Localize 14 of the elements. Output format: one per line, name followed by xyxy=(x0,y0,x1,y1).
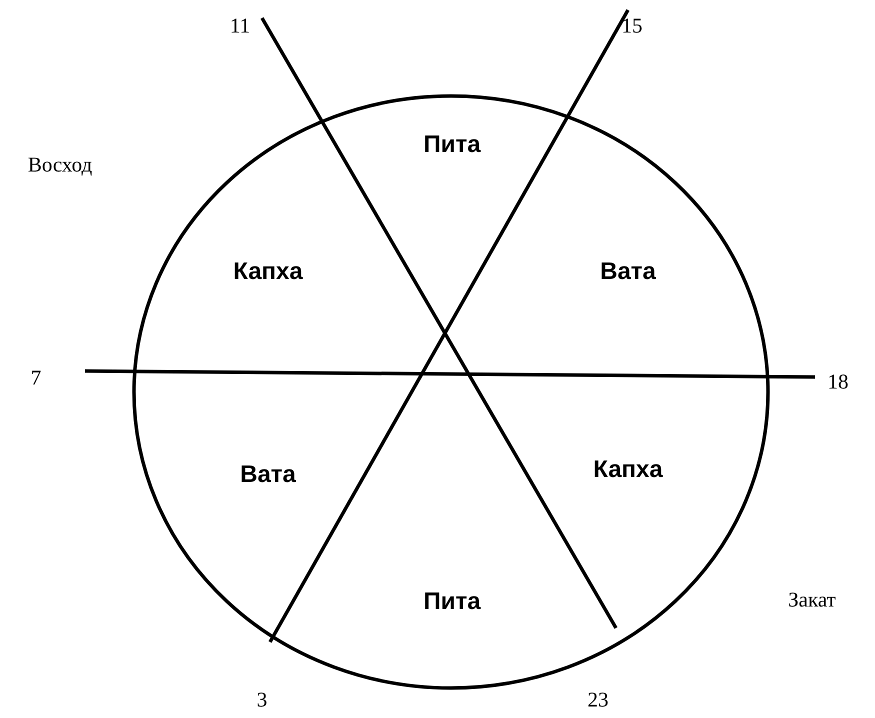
hour-label: 23 xyxy=(588,688,608,712)
dosha-label: Капха xyxy=(593,456,663,484)
dosha-label: Вата xyxy=(600,258,656,286)
hour-label: 15 xyxy=(622,14,642,38)
dosha-label: Капха xyxy=(233,258,303,286)
dosha-label: Вата xyxy=(240,461,296,489)
hour-label: 11 xyxy=(230,14,250,38)
hour-label: 3 xyxy=(256,688,268,712)
time-label: Закат xyxy=(788,588,836,612)
time-label: Восход xyxy=(28,152,92,178)
dosha-label: Пита xyxy=(423,588,481,616)
dosha-label: Пита xyxy=(423,131,481,159)
hour-label: 18 xyxy=(828,370,848,394)
hour-label: 7 xyxy=(30,366,42,390)
